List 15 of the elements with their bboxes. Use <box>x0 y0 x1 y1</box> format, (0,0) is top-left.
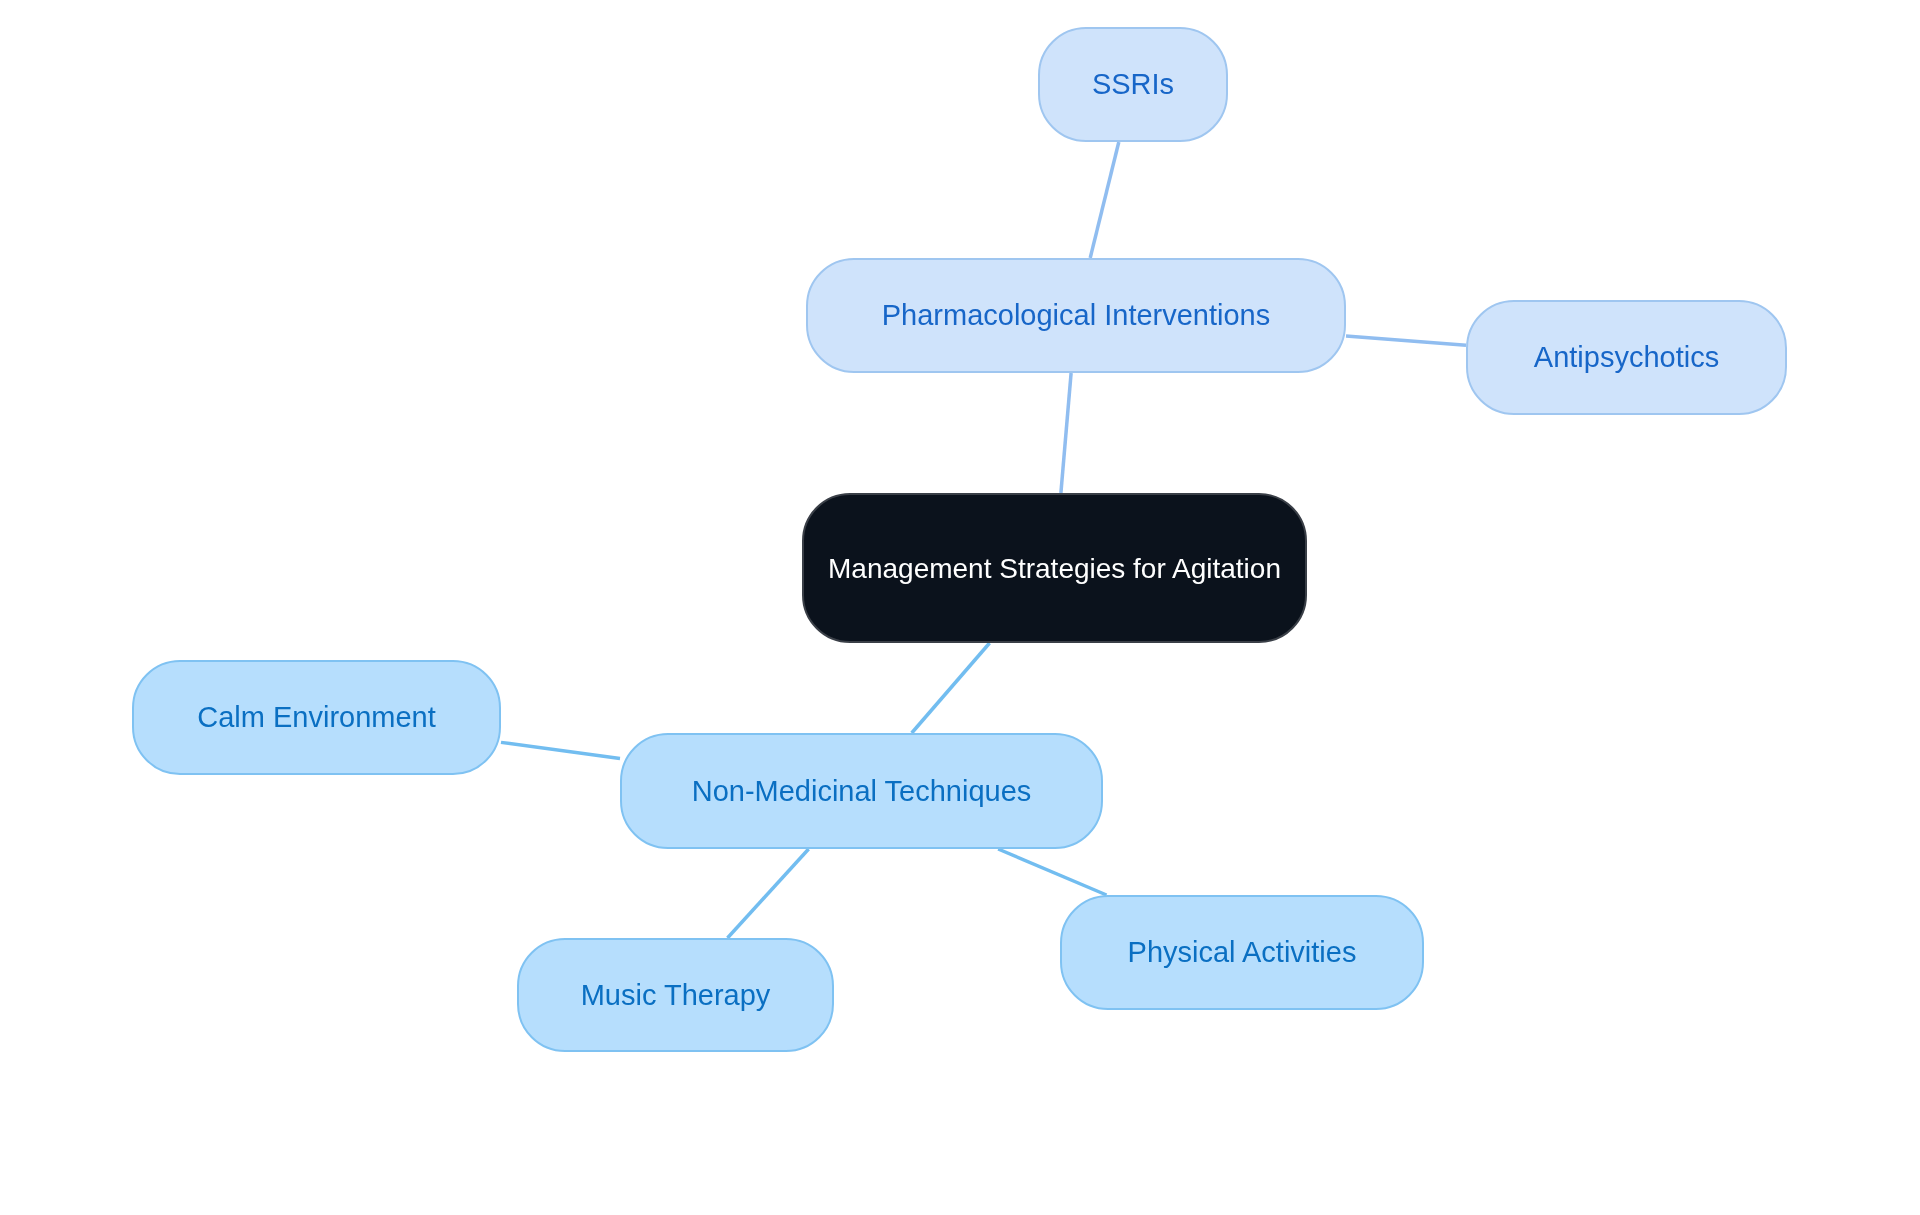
connector-line <box>1345 334 1467 347</box>
topic-node: Non-Medicinal Techniques <box>620 733 1103 849</box>
topic-node: Music Therapy <box>517 938 834 1052</box>
connector-line <box>726 847 810 940</box>
connector-line <box>1088 141 1121 259</box>
connector-line <box>910 641 991 735</box>
topic-node: Physical Activities <box>1060 895 1424 1010</box>
topic-node: Pharmacological Interventions <box>806 258 1346 373</box>
topic-node: Calm Environment <box>132 660 501 775</box>
connector-line <box>500 740 621 761</box>
topic-node: SSRIs <box>1038 27 1228 142</box>
connector-line <box>997 847 1108 897</box>
central-topic: Management Strategies for Agitation <box>802 493 1307 643</box>
topic-node: Antipsychotics <box>1466 300 1787 415</box>
connector-line <box>1059 372 1073 494</box>
